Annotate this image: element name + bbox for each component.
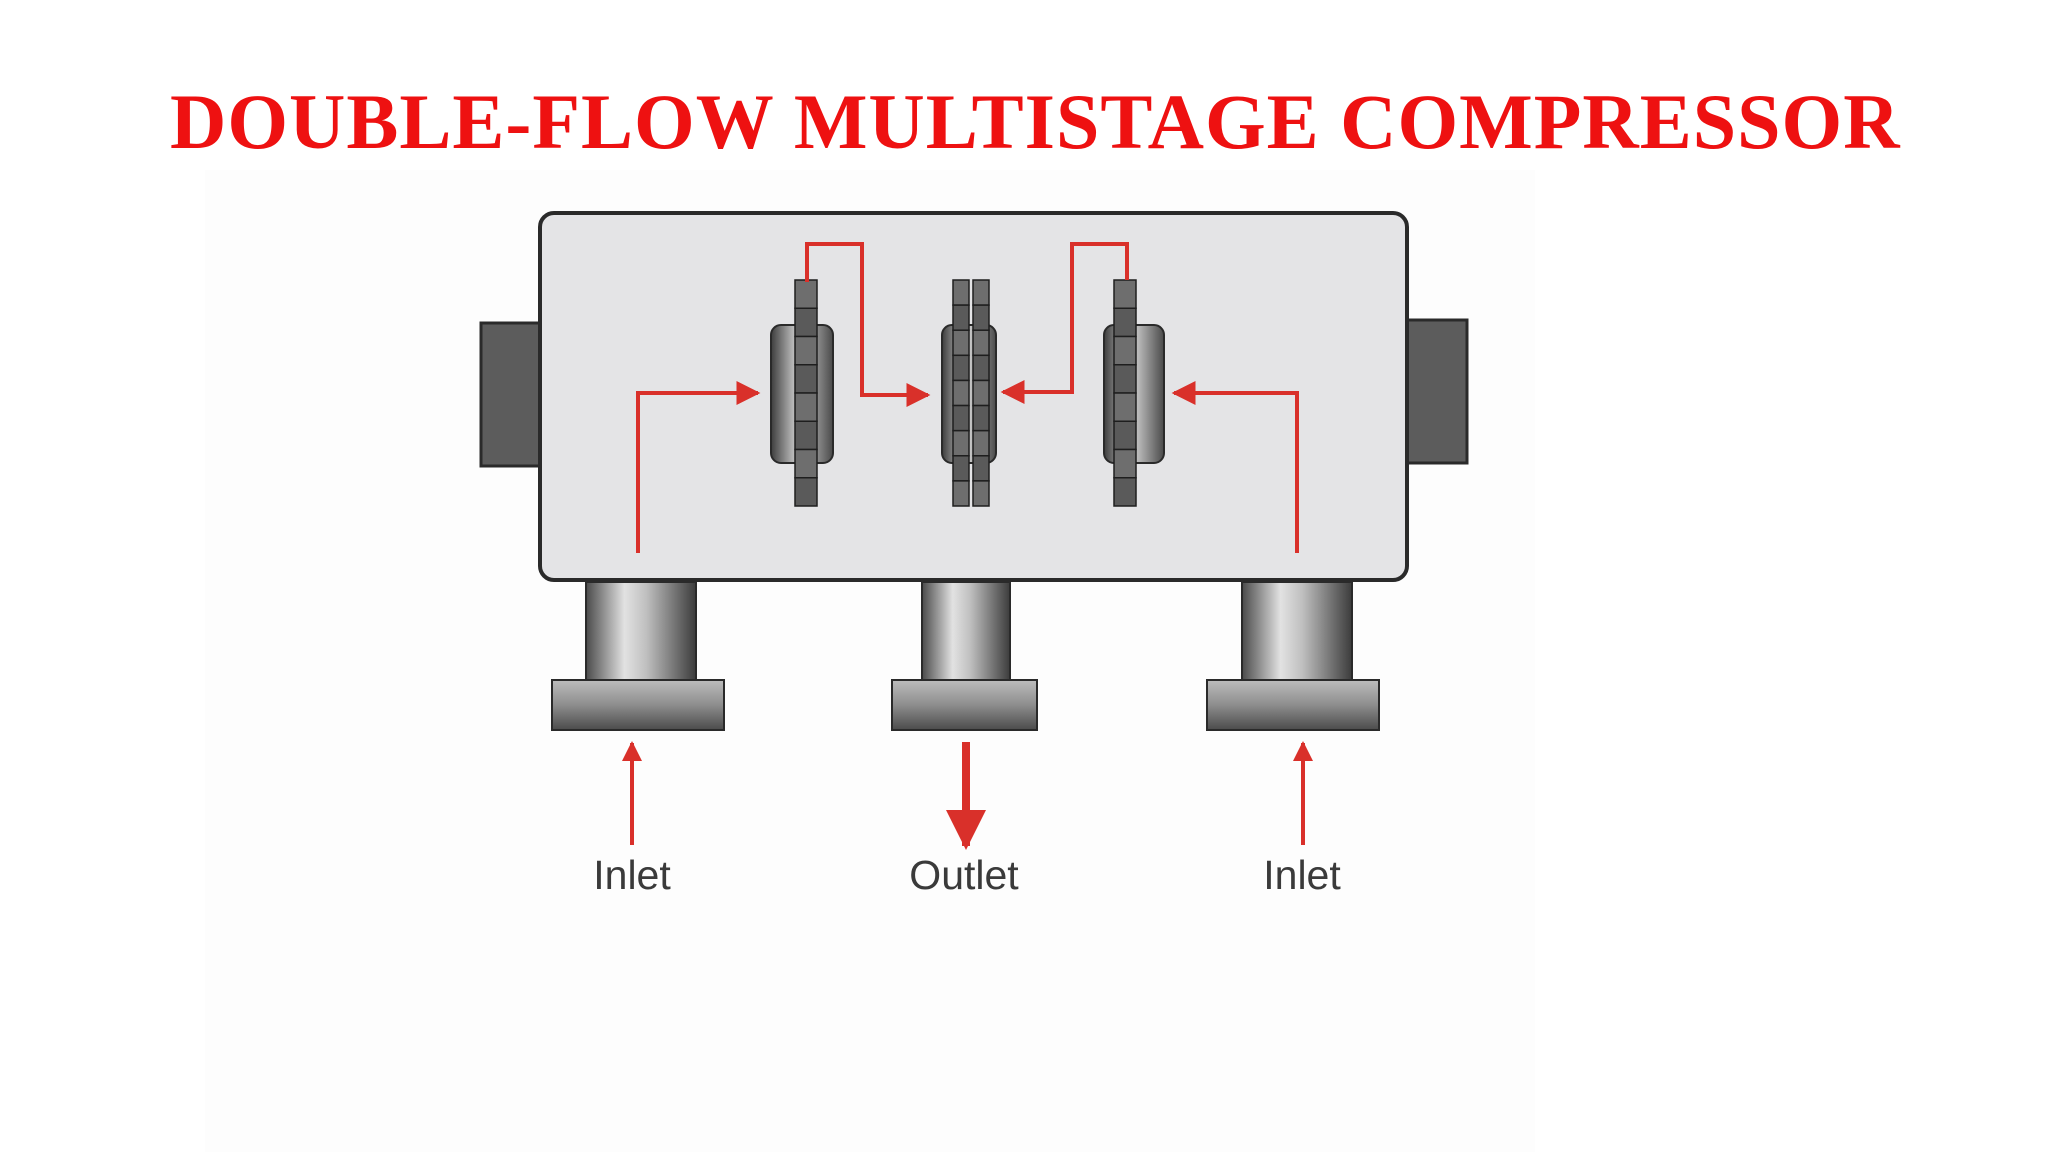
flow-path-left-crossover bbox=[805, 242, 931, 407]
left-rotor-stage bbox=[770, 279, 834, 507]
slide-title: DOUBLE-FLOW MULTISTAGE COMPRESSOR bbox=[170, 78, 1901, 165]
right-bearing bbox=[1403, 318, 1469, 465]
center-rotor-stage bbox=[941, 279, 997, 507]
right-rotor-stage bbox=[1103, 279, 1165, 507]
left-bearing bbox=[479, 321, 543, 468]
inlet-right-label: Inlet bbox=[1263, 852, 1341, 898]
flow-path-right-crossover bbox=[1000, 242, 1129, 404]
inlet-right-nozzle bbox=[1206, 581, 1380, 731]
outlet-nozzle bbox=[891, 581, 1038, 731]
flow-path-right-inlet bbox=[1171, 381, 1299, 553]
inlet-left-label: Inlet bbox=[593, 852, 671, 898]
outlet-label: Outlet bbox=[909, 852, 1019, 898]
inlet-left-nozzle bbox=[551, 581, 725, 731]
flow-path-left-inlet bbox=[636, 381, 761, 553]
